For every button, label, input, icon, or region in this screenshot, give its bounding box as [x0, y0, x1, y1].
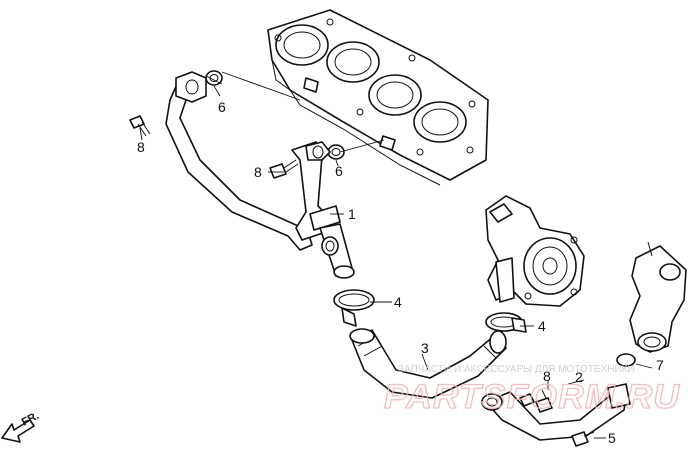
- callout-part-8-mid: 8: [254, 164, 262, 180]
- hose-clamp-upper: [333, 289, 375, 327]
- watermark: ЗАПЧАСТИ И АКСЕССУАРЫ ДЛЯ МОТОТЕХНИКИ PA…: [383, 364, 680, 417]
- thermostat-o-ring: [616, 353, 636, 367]
- callout-part-4-upper: 4: [394, 294, 402, 310]
- front-direction-arrow: FR.: [1, 410, 41, 443]
- bolt-left: [129, 115, 151, 137]
- lower-water-pipe: [481, 383, 631, 441]
- bolt-bottom: [571, 431, 595, 447]
- watermark-logo: PARTSFORM.RU: [384, 378, 680, 416]
- front-direction-label: FR.: [20, 410, 41, 429]
- callout-part-8-low: 8: [543, 368, 551, 384]
- callout-part-7: 7: [656, 357, 664, 373]
- water-pipe: [165, 71, 355, 279]
- thermostat-housing: [629, 241, 687, 353]
- callout-part-2: 2: [575, 369, 583, 385]
- rubber-hose: [349, 328, 507, 399]
- callout-part-6-right: 6: [335, 163, 343, 179]
- bolt-mid: [269, 159, 299, 179]
- water-pump: [485, 195, 585, 307]
- callout-part-8-left: 8: [137, 139, 145, 155]
- callout-part-1: 1: [348, 206, 356, 222]
- leader-lines: [139, 71, 653, 439]
- callout-part-6-left: 6: [218, 99, 226, 115]
- watermark-caption: ЗАПЧАСТИ И АКСЕССУАРЫ ДЛЯ МОТОТЕХНИКИ: [398, 364, 635, 375]
- bolt-low: [535, 389, 553, 413]
- callout-part-3: 3: [421, 340, 429, 356]
- callout-part-5: 5: [608, 430, 616, 446]
- hose-clamp-right: [485, 312, 527, 333]
- cylinder-block: [267, 9, 489, 186]
- callout-part-4-right: 4: [538, 318, 546, 334]
